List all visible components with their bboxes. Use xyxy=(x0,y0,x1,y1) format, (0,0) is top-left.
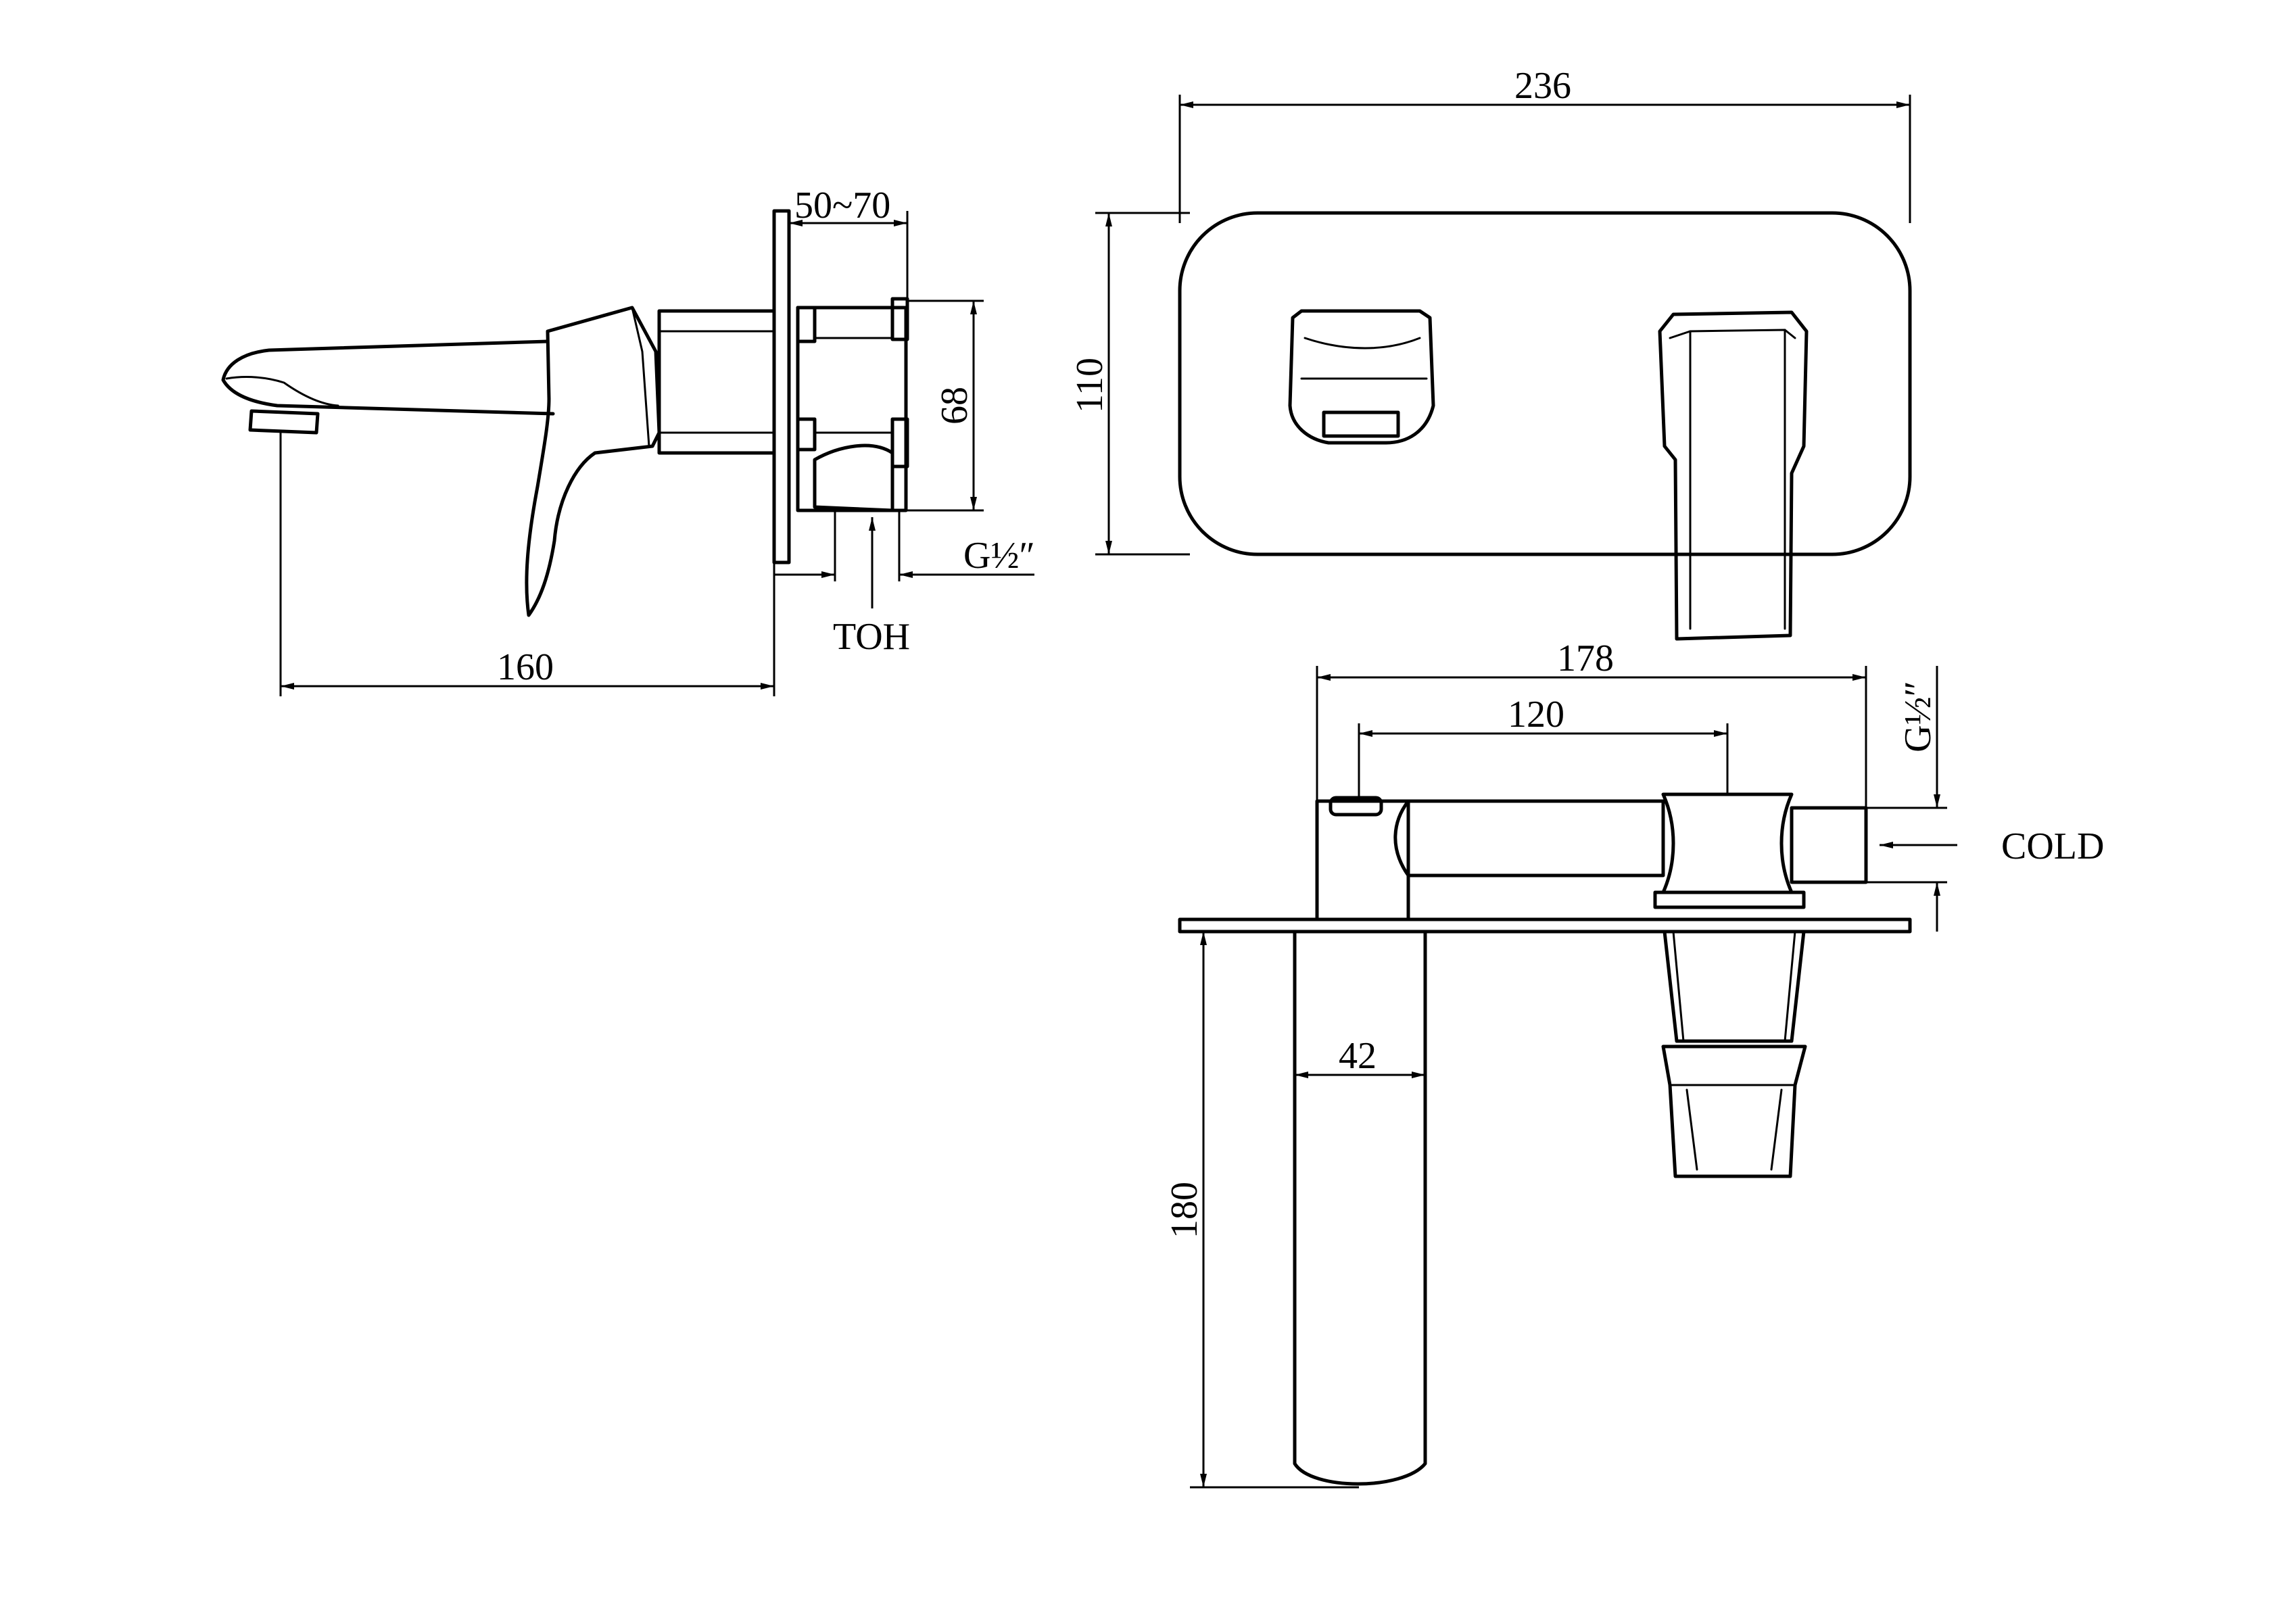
label-cold: COLD xyxy=(2001,825,2104,867)
side-lever-edge xyxy=(631,306,650,448)
side-valve-cap-bottom xyxy=(890,417,909,468)
front-handle xyxy=(1658,310,1809,641)
side-wall-plate xyxy=(772,209,791,564)
front-aerator xyxy=(1322,410,1400,438)
dim-68-label: 68 xyxy=(934,387,976,425)
side-valve-outlet xyxy=(813,443,894,512)
top-knob xyxy=(1329,796,1383,817)
dim-180-label: 180 xyxy=(1164,1182,1205,1239)
top-handle-below xyxy=(1663,930,1806,1043)
top-body xyxy=(1315,799,1410,921)
front-view: 236 110 xyxy=(1069,65,1912,641)
side-lever-handle xyxy=(525,306,661,617)
front-spout-outlet xyxy=(1288,309,1435,445)
dim-160-label: 160 xyxy=(497,646,554,688)
top-handle-tip xyxy=(1661,1044,1807,1178)
dim-42-label: 42 xyxy=(1339,1035,1377,1077)
side-spout-inner xyxy=(225,376,339,407)
side-spout xyxy=(221,339,555,416)
side-aerator xyxy=(248,409,320,435)
dim-120-label: 120 xyxy=(1508,694,1564,736)
dim-110-label: 110 xyxy=(1069,358,1111,413)
dim-178-label: 178 xyxy=(1557,638,1614,679)
top-collar xyxy=(1661,792,1794,894)
side-valve-flange-top xyxy=(796,306,817,343)
top-handle-bar xyxy=(1406,799,1665,877)
label-toh: TOH xyxy=(833,616,910,658)
dim-236-label: 236 xyxy=(1514,65,1571,107)
dim-thread-side-label: G½″ xyxy=(963,535,1035,577)
side-valve-box xyxy=(796,306,908,512)
top-spout xyxy=(1293,930,1427,1486)
side-valve-flange-mid xyxy=(796,417,817,452)
dim-thread-top-label: G½″ xyxy=(1897,681,1939,752)
top-wall-plate xyxy=(1178,917,1912,934)
top-collar-ring xyxy=(1653,890,1806,909)
front-plate xyxy=(1178,211,1912,556)
side-valve-cap-top xyxy=(890,297,909,341)
top-stem xyxy=(1790,806,1868,884)
top-view: 178 120 G½″ COLD 42 180 xyxy=(1164,638,2104,1489)
dim-50-70-label: 50~70 xyxy=(794,185,890,226)
side-view: 50~70 68 G½″ TOH 160 xyxy=(221,185,1035,696)
